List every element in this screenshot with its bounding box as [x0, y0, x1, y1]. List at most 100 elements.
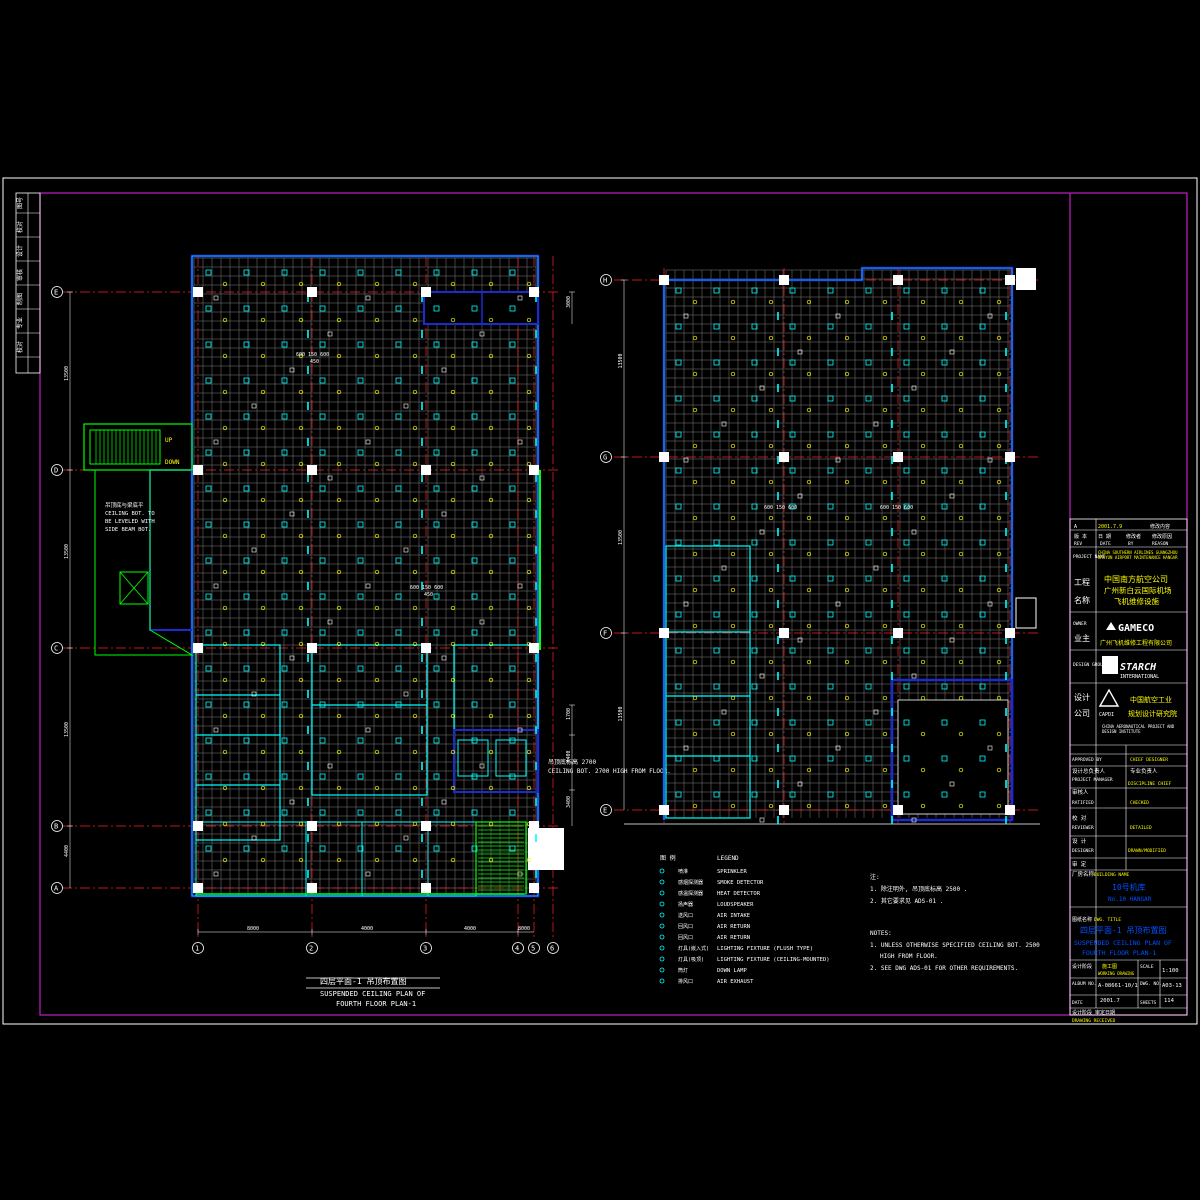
sprinkler-icon	[374, 353, 380, 359]
air-return-icon	[289, 799, 295, 805]
rev-head-en-reason: REASON	[1152, 541, 1169, 547]
air-intake-icon	[205, 341, 212, 348]
air-return-icon	[797, 493, 803, 499]
sprinkler-icon	[336, 785, 342, 791]
air-intake-icon	[713, 575, 720, 582]
axis-H-circle	[600, 274, 612, 286]
air-intake-icon	[243, 485, 250, 492]
air-intake-icon	[979, 539, 986, 546]
air-intake-icon	[357, 521, 364, 528]
column	[307, 287, 317, 297]
air-intake-icon	[319, 449, 326, 456]
air-return-icon	[835, 313, 841, 319]
sprinkler-icon	[996, 299, 1002, 305]
air-intake-icon	[395, 773, 402, 780]
sprinkler-icon	[488, 497, 494, 503]
air-return-icon	[797, 637, 803, 643]
air-return-icon	[365, 439, 371, 445]
sprinkler-icon	[336, 677, 342, 683]
axis-6-circle	[547, 942, 559, 954]
sprinkler-icon	[806, 587, 812, 593]
sprinkler-icon	[692, 587, 698, 593]
dwg-title-en-2: FOURTH FLOOR PLAN-1	[1082, 949, 1156, 957]
sprinkler-icon	[806, 731, 812, 737]
column	[421, 465, 431, 475]
sprinkler-icon	[374, 389, 380, 395]
sprinkler-icon	[844, 731, 850, 737]
sprinkler-icon	[958, 299, 964, 305]
design-company-label-1: 设计	[1074, 692, 1090, 702]
air-intake-icon	[395, 737, 402, 744]
air-intake-icon	[789, 467, 796, 474]
column	[779, 275, 789, 285]
air-intake-icon	[243, 737, 250, 744]
rev-desc: 修改内容	[1150, 523, 1170, 530]
air-intake-icon	[471, 737, 478, 744]
air-intake-icon	[659, 912, 665, 918]
sprinkler-icon	[996, 371, 1002, 377]
column	[421, 821, 431, 831]
air-intake-icon	[827, 683, 834, 690]
right-walls	[624, 266, 1040, 825]
sprinkler-icon	[768, 371, 774, 377]
air-intake-icon	[751, 359, 758, 366]
air-intake-icon	[751, 719, 758, 726]
sprinkler-icon	[958, 551, 964, 557]
air-intake-icon	[751, 287, 758, 294]
project-name-cn-3: 飞机维修设施	[1114, 596, 1159, 606]
air-intake-icon	[205, 413, 212, 420]
sprinkler-icon	[806, 335, 812, 341]
air-return-icon	[441, 655, 447, 661]
sprinkler-icon	[806, 371, 812, 377]
air-intake-icon	[243, 377, 250, 384]
air-return-icon	[403, 835, 409, 841]
left-title-cn: 四层平面-1 吊顶布置图	[320, 976, 406, 986]
air-return-icon	[683, 313, 689, 319]
rated-value: CHECKED	[1130, 800, 1149, 806]
sprinkler-icon	[450, 605, 456, 611]
sprinkler-icon	[260, 425, 266, 431]
column	[529, 883, 539, 893]
air-intake-icon	[865, 503, 872, 510]
air-intake-icon	[713, 395, 720, 402]
air-intake-icon	[941, 575, 948, 582]
rev-head-en-date: DATE	[1100, 541, 1111, 547]
sprinkler-icon	[768, 515, 774, 521]
sprinkler-icon	[730, 335, 736, 341]
axis-3: 3	[423, 945, 427, 953]
air-intake-icon	[751, 323, 758, 330]
air-intake-icon	[357, 269, 364, 276]
air-intake-icon	[979, 395, 986, 402]
air-intake-icon	[903, 755, 910, 762]
air-exhaust-icon	[659, 978, 665, 984]
sprinkler-icon	[222, 749, 228, 755]
sprinkler-icon	[806, 407, 812, 413]
sprinkler-icon	[450, 821, 456, 827]
air-intake-icon	[319, 521, 326, 528]
sprinkler-icon	[298, 389, 304, 395]
sprinkler-icon	[920, 803, 926, 809]
air-intake-icon	[789, 359, 796, 366]
air-return-icon	[403, 547, 409, 553]
approver-cn: 审 定	[1072, 860, 1087, 868]
sprinkler-icon	[692, 371, 698, 377]
column	[659, 805, 669, 815]
air-intake-icon	[979, 791, 986, 798]
air-intake-icon	[751, 395, 758, 402]
design-company-label-2: 公司	[1074, 709, 1090, 718]
rated-en: RATIFIED	[1072, 800, 1094, 806]
legend-item-cn: 送风口	[678, 912, 693, 919]
air-return-icon	[479, 619, 485, 625]
air-intake-icon	[941, 647, 948, 654]
air-intake-icon	[433, 845, 440, 852]
air-intake-icon	[205, 593, 212, 600]
sprinkler-icon	[730, 803, 736, 809]
column	[529, 465, 539, 475]
air-intake-icon	[357, 845, 364, 852]
right-plan-dim: 13500	[618, 706, 624, 721]
air-return-icon	[759, 385, 765, 391]
air-intake-icon	[941, 467, 948, 474]
air-intake-icon	[865, 359, 872, 366]
air-intake-icon	[979, 683, 986, 690]
air-intake-icon	[395, 665, 402, 672]
